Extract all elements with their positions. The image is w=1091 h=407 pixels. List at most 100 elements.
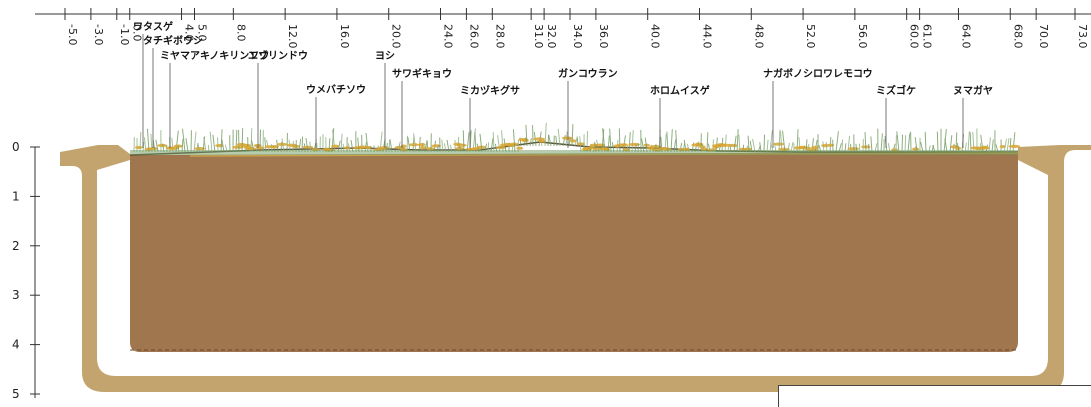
plant-label: ミズゴケ [876, 84, 916, 97]
moss-tuft [364, 146, 373, 150]
vegetation-layer [130, 122, 1021, 155]
horizontal-tick-label: 34.0 [571, 24, 584, 49]
grass-blade [209, 131, 213, 153]
moss-tuft [821, 144, 830, 148]
grass-blade [936, 131, 939, 153]
moss-tuft [521, 139, 529, 143]
grass-blade [752, 138, 756, 153]
grass-blade [529, 138, 532, 147]
depth-tick-label: 2 [12, 239, 20, 253]
grass-blade [778, 129, 781, 153]
plant-label: タチギボウシ [143, 34, 203, 47]
moss-tuft [719, 143, 731, 147]
legend-box [778, 385, 1091, 407]
grass-blade [675, 129, 678, 153]
moss-tuft [215, 143, 224, 148]
grass-blade [949, 135, 953, 153]
moss-tuft [456, 143, 467, 147]
horizontal-tick-label: 68.0 [1011, 24, 1024, 49]
plant-label: ウメバチソウ [306, 84, 366, 96]
grass-blade [944, 138, 948, 153]
grass-blade [574, 138, 578, 147]
grass-blade [406, 135, 409, 153]
grass-blade [924, 131, 927, 153]
grass-blade [501, 130, 504, 153]
plant-label: ガンコウラン [558, 67, 618, 80]
horizontal-tick-label: 5.0 [195, 24, 208, 42]
grass-blade [670, 129, 673, 153]
grass-blade [628, 132, 631, 153]
grass-blade [548, 134, 552, 147]
grass-blade [766, 139, 769, 153]
moss-tuft [418, 143, 426, 147]
horizontal-tick-label: 20.0 [390, 24, 403, 49]
plant-label: ミカヅキグサ [460, 84, 520, 97]
grass-blade [181, 138, 184, 153]
grass-blade [988, 137, 991, 153]
grass-blade [1012, 132, 1016, 153]
horizontal-tick-label: 4.0 [183, 24, 196, 42]
depth-tick-label: 5 [12, 387, 20, 401]
grass-blade [568, 137, 571, 147]
grass-blade [763, 134, 766, 153]
grass-blade [907, 133, 911, 153]
grass-blade [413, 133, 417, 153]
grass-blade [139, 131, 142, 153]
grass-blade [967, 131, 970, 153]
depth-tick-label: 0 [12, 140, 20, 154]
grass-blade [841, 139, 844, 153]
grass-blade [747, 135, 750, 153]
grass-blade [607, 135, 610, 153]
moss-tuft [727, 143, 738, 148]
grass-blade [904, 135, 907, 153]
plant-label: ミヤマアキノキリンソウ [160, 50, 269, 62]
horizontal-tick-label: 28.0 [493, 24, 506, 49]
horizontal-tick-label: 61.0 [921, 24, 934, 49]
grass-blade [644, 137, 648, 153]
grass-blade [706, 132, 709, 153]
moss-tuft [157, 143, 168, 148]
grass-blade [602, 128, 606, 153]
moss-tuft [663, 147, 672, 151]
horizontal-tick-label: 8.0 [234, 24, 247, 42]
grass-blade [525, 124, 528, 147]
grass-blade [446, 139, 450, 153]
horizontal-tick-label: 70.0 [1037, 24, 1050, 49]
grass-blade [618, 128, 621, 153]
grass-blade [547, 134, 550, 147]
moss-tuft [419, 146, 427, 150]
moss-tuft [628, 142, 641, 147]
moss-tuft [516, 146, 524, 150]
grass-blade [497, 135, 501, 153]
horizontal-tick-label: -1.0 [118, 24, 131, 45]
grass-blade [221, 139, 225, 153]
grass-blade [182, 128, 186, 153]
grass-blade [724, 134, 727, 153]
grass-blade [479, 133, 483, 153]
grass-blade [896, 131, 900, 153]
horizontal-tick-label: 48.0 [752, 24, 765, 49]
horizontal-tick-label: 56.0 [856, 24, 869, 49]
grass-blade [357, 137, 360, 153]
grass-blade [571, 124, 574, 147]
depth-tick-label: 3 [12, 288, 20, 302]
grass-blade [733, 135, 737, 153]
grass-blade [441, 139, 444, 153]
grass-blade [914, 137, 918, 153]
grass-blade [332, 129, 336, 153]
grass-blade [340, 133, 343, 153]
grass-blade [880, 133, 883, 153]
moss-tuft [276, 142, 288, 146]
moss-tuft [331, 144, 340, 148]
grass-blade [301, 136, 304, 153]
horizontal-tick-label: 32.0 [545, 24, 558, 49]
grass-blade [544, 122, 547, 147]
grass-blade [281, 138, 285, 153]
grass-blade [1009, 137, 1012, 153]
plant-label: ナガボノシロワレモコウ [763, 67, 873, 80]
grass-blade [331, 128, 335, 153]
grass-blade [991, 139, 994, 153]
